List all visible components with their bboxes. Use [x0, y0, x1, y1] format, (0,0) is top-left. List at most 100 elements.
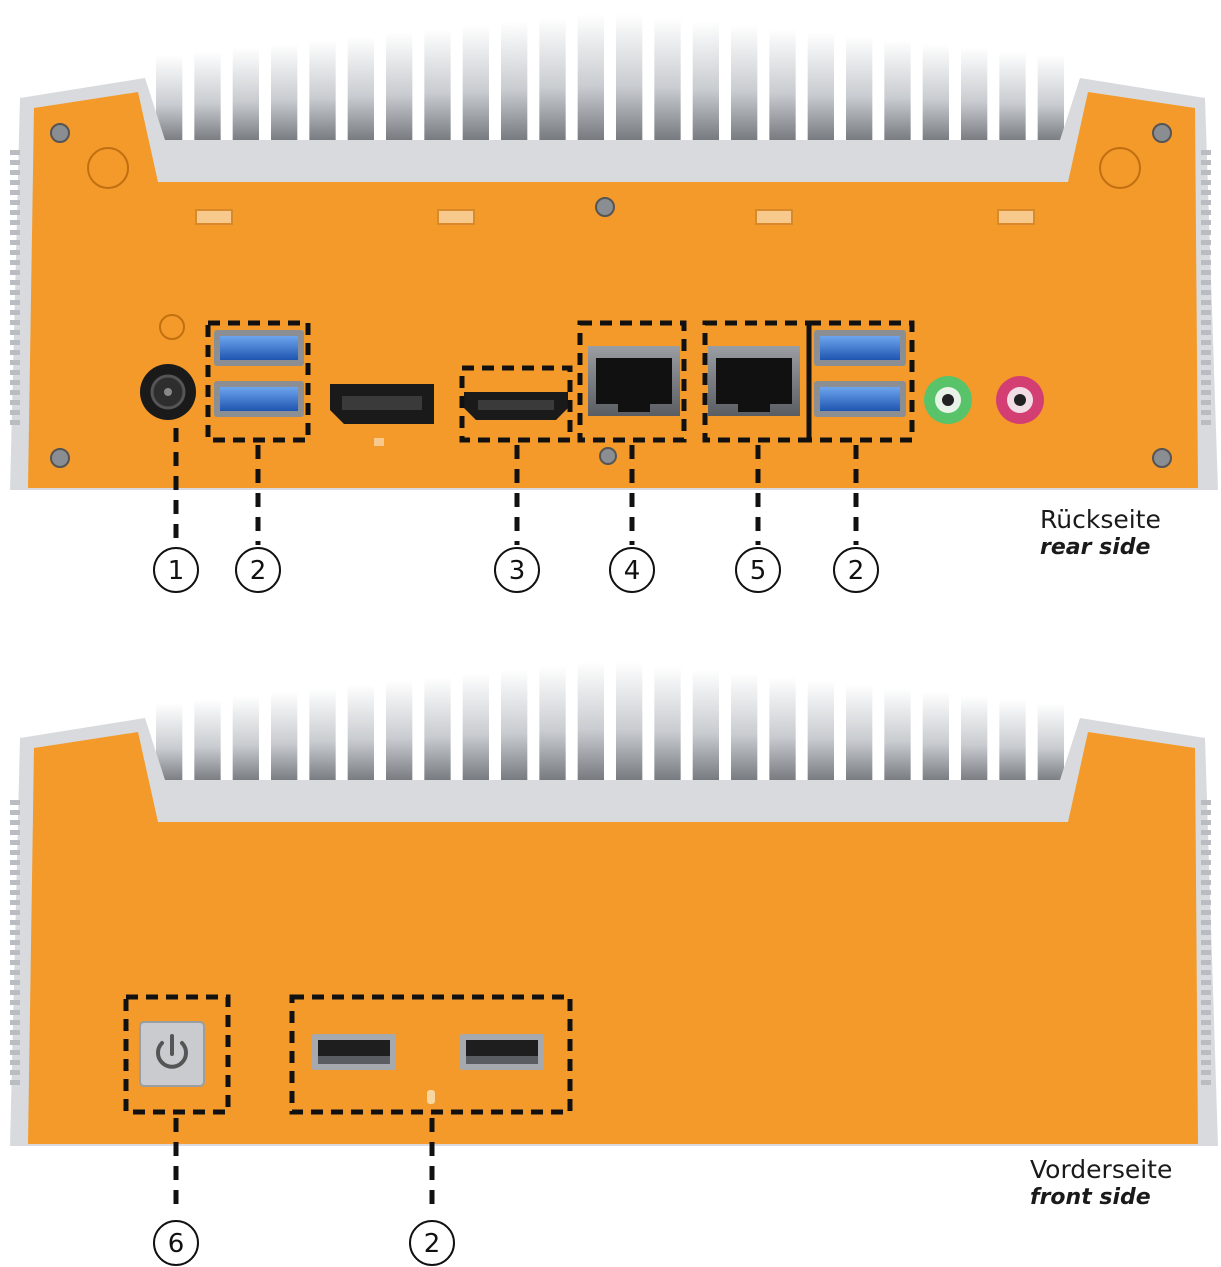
- grip-ridge: [1201, 170, 1211, 175]
- callout-number: 2: [424, 1229, 441, 1259]
- grip-ridge: [1201, 930, 1211, 935]
- heatsink-fin: [463, 25, 489, 145]
- grip-ridge: [1201, 390, 1211, 395]
- screw: [1153, 124, 1171, 142]
- rear-label-english: rear side: [1040, 535, 1161, 561]
- grip-ridge: [1201, 920, 1211, 925]
- heatsink-fin: [808, 33, 834, 145]
- grip-ridge: [1201, 1020, 1211, 1025]
- grip-ridge: [10, 820, 20, 825]
- status-led: [427, 1090, 435, 1104]
- callout-number: 4: [624, 556, 641, 586]
- label-plate: [998, 210, 1034, 224]
- screw: [51, 449, 69, 467]
- grip-ridge: [10, 350, 20, 355]
- grip-ridge: [1201, 190, 1211, 195]
- heatsink-fin: [693, 669, 719, 785]
- heatsink-fin: [501, 21, 527, 145]
- heatsink-fin: [923, 692, 949, 785]
- grip-ridge: [1201, 160, 1211, 165]
- grip-ridge: [1201, 950, 1211, 955]
- heatsink-fin: [233, 696, 259, 785]
- heatsink-fin: [999, 51, 1025, 145]
- rear-side-label: Rückseite rear side: [1040, 505, 1161, 561]
- grip-ridge: [10, 910, 20, 915]
- grip-ridge: [1201, 230, 1211, 235]
- rear-heatsink: [156, 14, 1064, 145]
- grip-ridge: [1201, 380, 1211, 385]
- grip-ridge: [1201, 310, 1211, 315]
- grip-ridge: [1201, 910, 1211, 915]
- heatsink-fin: [769, 29, 795, 145]
- grip-ridge: [10, 210, 20, 215]
- heatsink-fin: [654, 18, 680, 145]
- grip-ridge: [1201, 840, 1211, 845]
- front-heatsink: [156, 662, 1064, 785]
- heatsink-fin: [539, 18, 565, 145]
- power-button: [140, 1022, 204, 1086]
- grip-ridge: [1201, 420, 1211, 425]
- heatsink-fin: [1038, 703, 1064, 785]
- heatsink-fin: [348, 684, 374, 785]
- callout-number: 5: [750, 556, 767, 586]
- heatsink-fin: [999, 699, 1025, 785]
- grip-ridge: [1201, 360, 1211, 365]
- heatsink-fin: [769, 677, 795, 785]
- grip-ridge: [1201, 210, 1211, 215]
- grip-ridge: [1201, 270, 1211, 275]
- grip-ridge: [10, 980, 20, 985]
- front-label-german: Vorderseite: [1030, 1155, 1172, 1185]
- grip-ridge: [10, 290, 20, 295]
- heatsink-fin: [271, 44, 297, 145]
- grip-ridge: [10, 320, 20, 325]
- lan-port-icon: [708, 346, 800, 416]
- callout-number: 2: [250, 556, 267, 586]
- screw: [600, 448, 616, 464]
- grip-ridge: [1201, 1010, 1211, 1015]
- grip-ridge: [1201, 150, 1211, 155]
- grip-ridge: [10, 800, 20, 805]
- grip-ridge: [1201, 820, 1211, 825]
- grip-ridge: [10, 900, 20, 905]
- grip-ridge: [10, 360, 20, 365]
- grip-ridge: [1201, 1050, 1211, 1055]
- callout-number: 3: [509, 556, 526, 586]
- grip-ridge: [1201, 980, 1211, 985]
- heatsink-fin: [386, 681, 412, 785]
- heatsink-fin: [233, 48, 259, 145]
- grip-ridge: [1201, 290, 1211, 295]
- grip-ridge: [1201, 1060, 1211, 1065]
- grip-ridge: [10, 870, 20, 875]
- grip-ridge: [10, 150, 20, 155]
- grip-ridge: [1201, 900, 1211, 905]
- grip-ridge: [10, 880, 20, 885]
- heatsink-fin: [731, 673, 757, 785]
- grip-ridge: [10, 810, 20, 815]
- grip-ridge: [10, 1060, 20, 1065]
- grip-ridge: [1201, 240, 1211, 245]
- grip-ridge: [1201, 220, 1211, 225]
- grip-ridge: [10, 280, 20, 285]
- heatsink-fin: [424, 29, 450, 145]
- grip-ridge: [10, 970, 20, 975]
- heatsink-fin: [616, 662, 642, 785]
- lan-port-icon: [588, 346, 680, 416]
- heatsink-fin: [884, 40, 910, 145]
- grip-ridge: [1201, 340, 1211, 345]
- heatsink-fin: [539, 666, 565, 785]
- grip-ridge: [10, 860, 20, 865]
- grip-ridge: [10, 190, 20, 195]
- screw: [51, 124, 69, 142]
- grip-ridge: [10, 950, 20, 955]
- grip-ridge: [10, 200, 20, 205]
- grip-ridge: [1201, 800, 1211, 805]
- heatsink-fin: [463, 673, 489, 785]
- grip-ridge: [10, 850, 20, 855]
- grip-ridge: [1201, 320, 1211, 325]
- usb-port-icon: [460, 1034, 544, 1070]
- grip-ridge: [1201, 1030, 1211, 1035]
- grip-ridge: [1201, 1040, 1211, 1045]
- grip-ridge: [1201, 350, 1211, 355]
